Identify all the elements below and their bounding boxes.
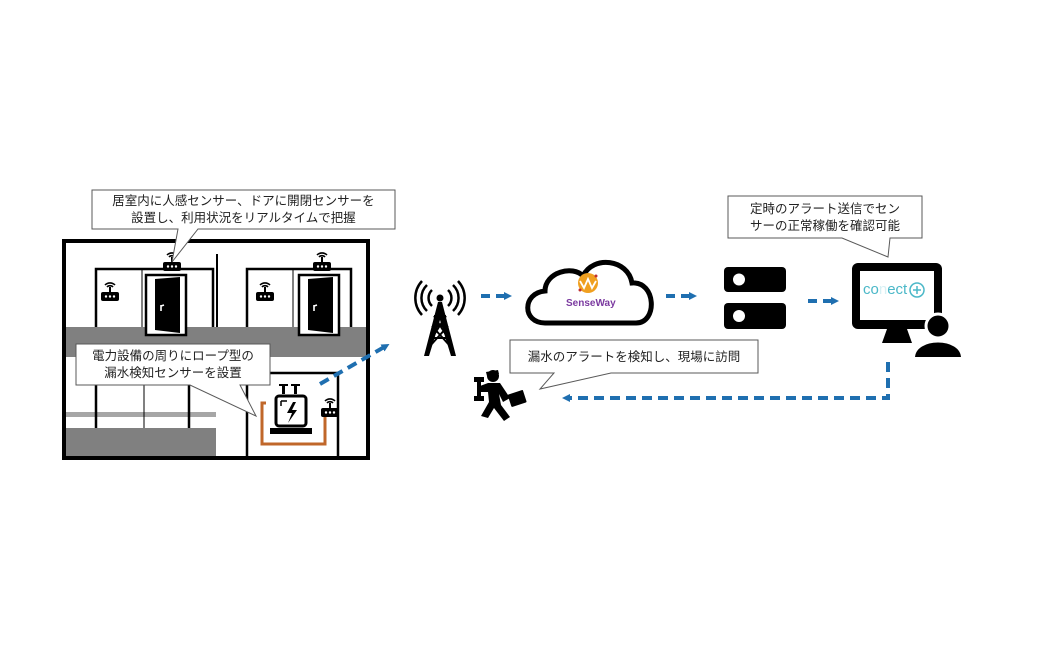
motion-sensor-icon <box>255 282 275 302</box>
monitor-user-icon <box>852 263 964 359</box>
conect-label-suffix: ect <box>887 281 908 298</box>
transformer-icon <box>270 384 312 434</box>
conect-label-mid: n <box>878 281 888 298</box>
room-1-wall <box>94 267 215 327</box>
callout-field-visit-line1: 漏水のアラートを検知し、現場に訪問 <box>527 349 741 364</box>
room-2-wall <box>245 267 353 327</box>
callout-occupancy-text: 居室内に人感センサー、ドアに開閉センサーを 設置し、利用状況をリアルタイムで把握 <box>92 192 395 226</box>
callout-occupancy-line1: 居室内に人感センサー、ドアに開閉センサーを <box>112 193 375 208</box>
callout-leak-sensor-text: 電力設備の周りにロープ型の 漏水検知センサーを設置 <box>76 347 270 381</box>
leak-sensor-transmitter-icon <box>320 398 340 418</box>
door-icon <box>144 273 188 337</box>
server-icon <box>724 267 786 329</box>
conect-logo-icon <box>909 282 925 298</box>
technician-running-icon <box>474 370 527 421</box>
callout-leak-sensor-line2: 漏水検知センサーを設置 <box>104 365 242 380</box>
door-sensor-icon <box>312 252 332 272</box>
floor-band-lower <box>66 428 216 457</box>
callout-heartbeat-text: 定時のアラート送信でセン サーの正常稼働を確認可能 <box>728 200 922 234</box>
callout-leak-sensor <box>75 343 271 418</box>
building-outline <box>62 239 370 460</box>
motion-sensor-icon <box>100 282 120 302</box>
callout-leak-sensor-line1: 電力設備の周りにロープ型の <box>92 348 254 363</box>
conect-label-prefix: co <box>863 281 879 298</box>
callout-occupancy <box>91 189 396 263</box>
callout-heartbeat-line2: サーの正常稼働を確認可能 <box>749 218 900 233</box>
callout-field-visit-text: 漏水のアラートを検知し、現場に訪問 <box>510 348 758 365</box>
flow-arrows <box>319 292 890 402</box>
callout-heartbeat <box>727 195 923 258</box>
conect-label: conect <box>863 281 907 298</box>
senseway-label: SenseWay <box>566 298 616 309</box>
cell-tower-icon <box>414 280 466 356</box>
arrow-monitor-to-technician <box>562 362 890 402</box>
callout-field-visit <box>509 339 759 390</box>
cloud-icon <box>525 259 654 326</box>
rope-leak-sensor <box>260 401 327 446</box>
handrail <box>66 412 216 417</box>
door-icon <box>297 273 341 337</box>
callout-heartbeat-line1: 定時のアラート送信でセン <box>749 201 900 216</box>
arrow-building-to-tower <box>319 344 390 386</box>
callout-occupancy-line2: 設置し、利用状況をリアルタイムで把握 <box>131 210 356 225</box>
